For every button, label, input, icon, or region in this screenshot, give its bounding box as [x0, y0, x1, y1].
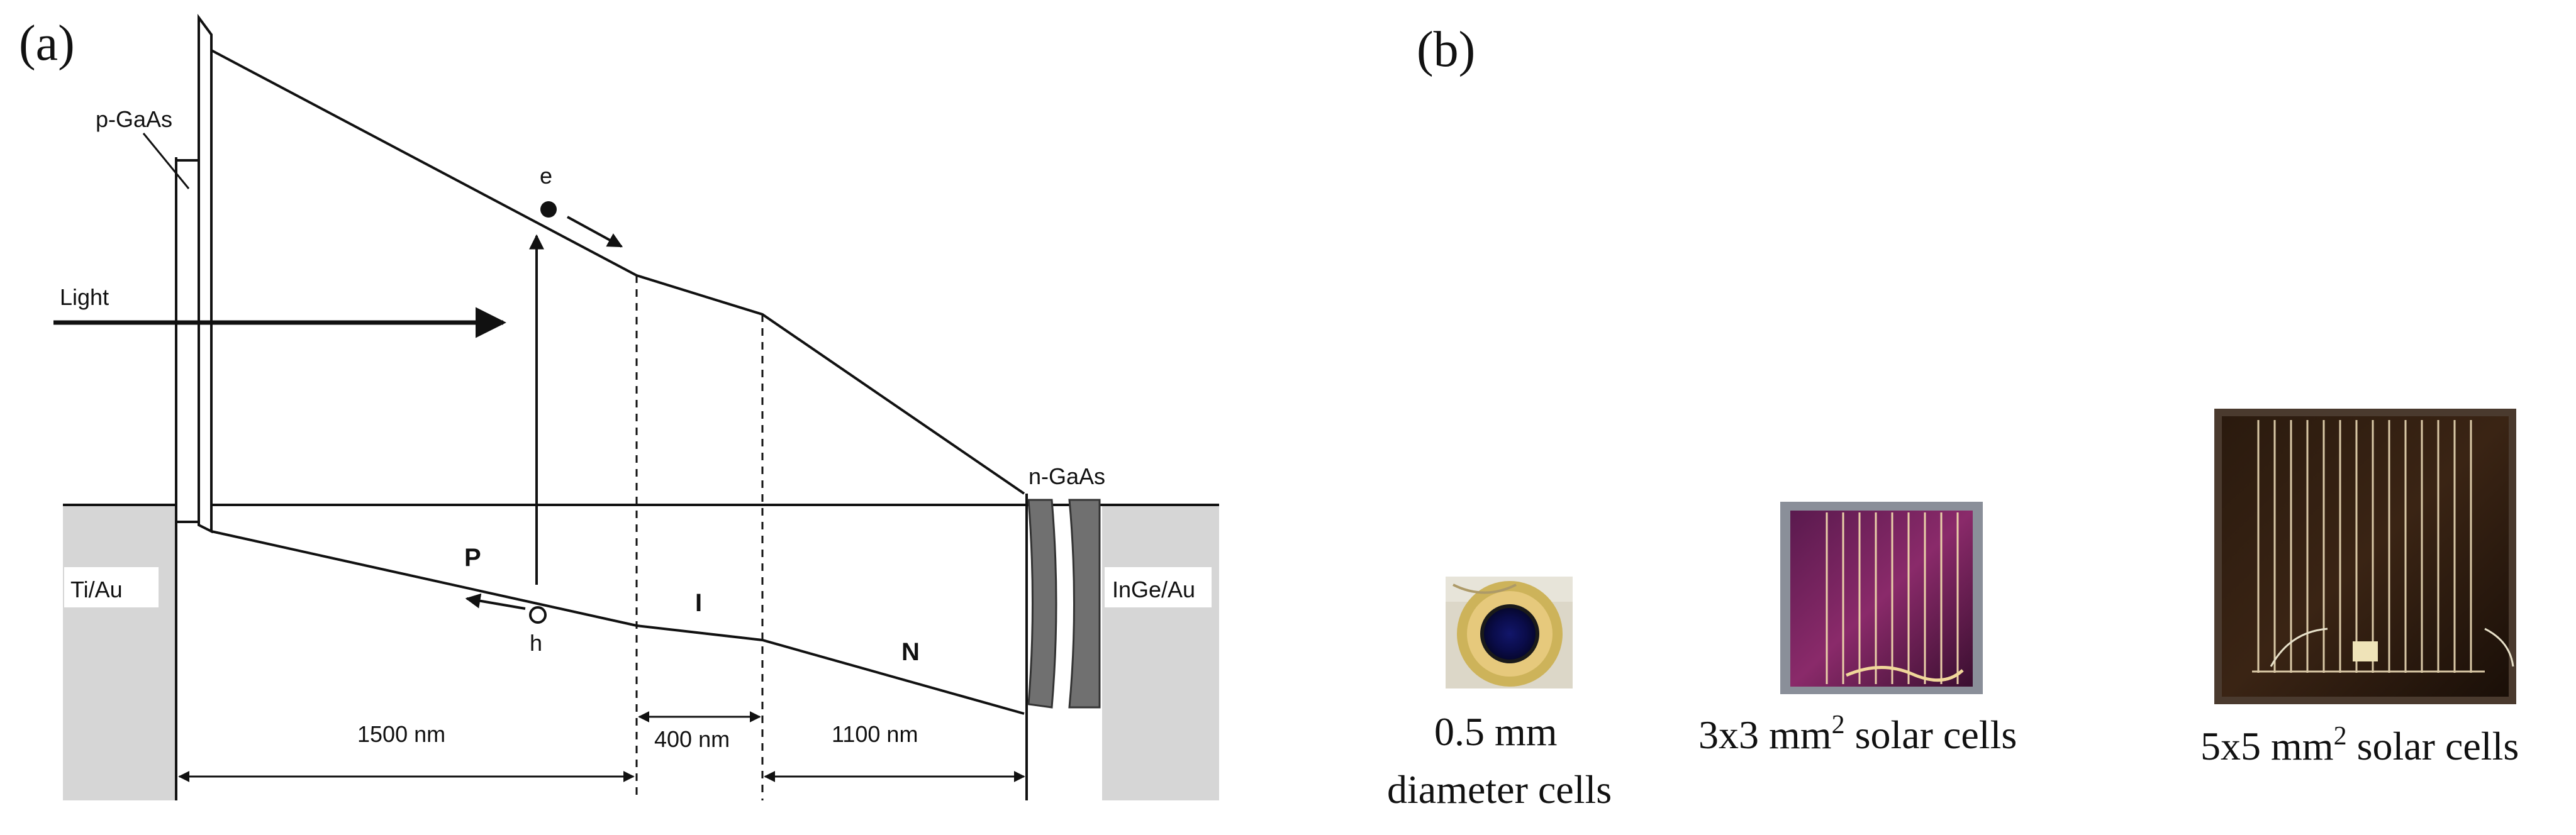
- cell-5x5-caption: 5x5 mm2 solar cells: [2200, 722, 2519, 768]
- valence-band: [211, 530, 1025, 715]
- ti-au-contact: [63, 505, 176, 800]
- electron-label: e: [540, 163, 552, 189]
- cell-3x3-grid-lines: [1826, 512, 1959, 684]
- p-gaas-layer: [175, 159, 200, 523]
- n-gaas-label: n-GaAs: [1029, 463, 1105, 489]
- cell-photo-5x5mm: [2214, 409, 2516, 704]
- cell-0-5mm-caption-1: 0.5 mm: [1434, 709, 1558, 754]
- hole-drift-arrow: [465, 593, 526, 610]
- inge-au-contact: [1102, 505, 1219, 800]
- panel-a-label: (a): [19, 16, 75, 71]
- region-n-label: N: [901, 638, 920, 666]
- panel-b-label: (b): [1417, 22, 1475, 77]
- electron-dot: [540, 201, 557, 218]
- p-gaas-window: [198, 13, 213, 534]
- panel-b: (b) 0.5 mm diameter cells: [1387, 22, 2519, 812]
- panel-a: (a) p-GaAs n-GaAs Ti/Au InGe/Au: [19, 13, 1219, 800]
- p-gaas-leader: [142, 133, 190, 189]
- i-thickness-label: 400 nm: [654, 726, 730, 752]
- light-label: Light: [60, 284, 109, 310]
- n-gaas-layer-2: [1068, 499, 1101, 709]
- electron-drift-arrow: [567, 216, 623, 248]
- ti-au-label: Ti/Au: [70, 577, 123, 602]
- p-gaas-label: p-GaAs: [96, 106, 172, 132]
- region-i-label: I: [695, 589, 702, 617]
- ti-au-label-box: [64, 567, 159, 607]
- p-thickness-label: 1500 nm: [357, 721, 445, 747]
- cell-photo-0-5mm: [1446, 577, 1573, 688]
- cell-0-5mm-caption-2: diameter cells: [1387, 767, 1612, 812]
- cell-photo-3x3mm: [1780, 502, 1983, 694]
- hole-label: h: [530, 630, 542, 656]
- n-gaas-layer-1: [1027, 499, 1057, 709]
- conduction-band: [211, 49, 1025, 495]
- inge-au-label-box: [1105, 567, 1212, 607]
- hole-dot: [529, 606, 547, 624]
- region-p-label: P: [464, 544, 481, 572]
- inge-au-label: InGe/Au: [1112, 577, 1195, 602]
- n-thickness-label: 1100 nm: [832, 721, 918, 747]
- cell-3x3-caption: 3x3 mm2 solar cells: [1698, 711, 2017, 757]
- cell-5x5-grid-lines: [2257, 420, 2472, 673]
